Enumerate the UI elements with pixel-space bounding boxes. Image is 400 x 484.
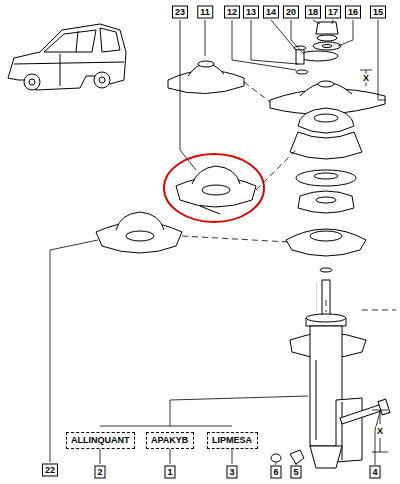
supplier-name: APAKYB — [147, 433, 193, 448]
callout-number: 18 — [305, 6, 321, 19]
strut-stack — [270, 22, 390, 468]
callout-number: 12 — [224, 6, 240, 19]
supplier-box: LIPMESA — [207, 432, 258, 449]
callout-number: 2 — [94, 466, 105, 479]
supplier-name: ALLINQUANT — [67, 433, 134, 448]
callout-number: 14 — [263, 6, 279, 19]
callout-number: 22 — [42, 464, 58, 477]
callout-number: X — [376, 427, 384, 436]
callout-number: 11 — [197, 6, 213, 19]
assembly-lines — [182, 82, 396, 312]
highlight-ring — [164, 154, 264, 222]
callout-number: 3 — [226, 466, 237, 479]
car-sketch — [8, 24, 126, 90]
callout-number: X — [362, 74, 370, 83]
supplier-box: ALLINQUANT — [66, 432, 135, 449]
callout-number: 17 — [325, 6, 341, 19]
callout-number: 20 — [283, 6, 299, 19]
callout-number: 6 — [270, 466, 281, 479]
callout-number: 16 — [345, 6, 361, 19]
leader-lines — [50, 20, 388, 465]
callout-number: 13 — [243, 6, 259, 19]
supplier-box: APAKYB — [146, 432, 194, 449]
callout-number: 1 — [164, 466, 175, 479]
callout-number: 15 — [370, 6, 386, 19]
callout-number: 4 — [369, 466, 380, 479]
supplier-name: LIPMESA — [208, 433, 257, 448]
callout-number: 23 — [172, 6, 188, 19]
callout-number: 5 — [290, 466, 301, 479]
